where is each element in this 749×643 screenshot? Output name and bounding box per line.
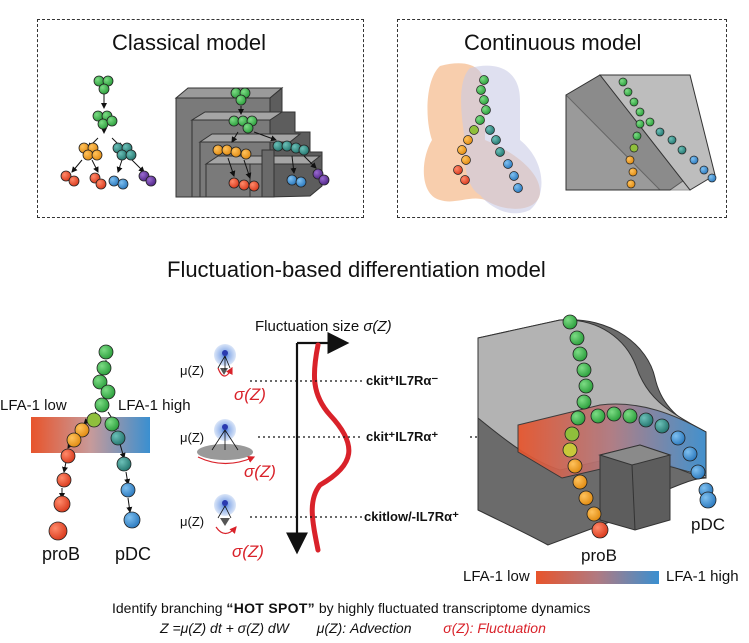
staircase-cells (212, 87, 330, 192)
staircase-arrows (227, 106, 317, 179)
classical-tree-cells (60, 75, 157, 190)
pdc-label-left: pDC (115, 544, 152, 564)
landscape-3d (477, 319, 707, 546)
footer-equation: Z =μ(Z) dt + σ(Z) dW μ(Z): Advection σ(Z… (160, 620, 546, 636)
pdc-label-right: pDC (691, 515, 726, 534)
sigma-label-2: σ(Z) (244, 462, 276, 481)
legend-gradient (536, 571, 659, 584)
equation-advection: μ(Z): Advection (316, 620, 412, 636)
landscape-cells (562, 314, 717, 539)
continuous-model-title: Continuous model (464, 30, 642, 55)
prob-label-right: proB (581, 546, 617, 565)
lfa-low-label: LFA-1 low (0, 397, 67, 414)
sigma-label-1: σ(Z) (234, 385, 266, 404)
mu-label-2: μ(Z) (180, 430, 205, 445)
continuous-model-panel (397, 19, 727, 218)
fluctuation-size-symbol: σ(Z) (363, 318, 392, 335)
continuous-cells-left (453, 75, 523, 193)
legend-low-label: LFA-1 low (463, 568, 530, 585)
fluctuation-size-text: Fluctuation size (255, 318, 360, 335)
mu-label-1: μ(Z) (180, 363, 205, 378)
potential-icon-3 (214, 494, 237, 535)
classical-tree (71, 93, 145, 173)
mu-label-3: μ(Z) (180, 514, 205, 529)
footer-line-1: Identify branching “HOT SPOT” by highly … (112, 600, 590, 616)
equation-main: Z =μ(Z) dt + σ(Z) dW (160, 620, 289, 636)
lfa-high-label: LFA-1 high (118, 397, 191, 414)
fluctuation-size-label: Fluctuation size σ(Z) (255, 318, 392, 335)
continuous-cells-right (618, 77, 717, 189)
continuous-block (565, 74, 716, 191)
potential-icon-2 (197, 419, 256, 465)
fluctuation-axes (286, 332, 350, 555)
sigma-label-3: σ(Z) (232, 542, 264, 561)
prob-label-left: proB (42, 544, 81, 564)
main-title: Fluctuation-based differentiation model (167, 257, 546, 282)
legend-high-label: LFA-1 high (666, 568, 739, 585)
stage-label-3: ckitlow/-IL7Rα⁺ (364, 509, 460, 524)
classical-model-title: Classical model (112, 30, 267, 55)
left-tree-cells (48, 344, 141, 541)
footer-line-1-post: by highly fluctuated transcriptome dynam… (314, 600, 591, 616)
stage-label-2: ckit⁺IL7Rα⁺ (366, 429, 439, 444)
stage-label-1: ckit⁺IL7Rα⁻ (366, 373, 439, 388)
classical-model-panel (37, 19, 364, 218)
fluctuation-curve (309, 342, 352, 553)
footer-line-1-pre: Identify branching (112, 600, 227, 616)
hot-spot-text: “HOT SPOT” (226, 600, 315, 616)
equation-fluctuation: σ(Z): Fluctuation (443, 620, 546, 636)
potential-icon-1 (214, 344, 236, 377)
